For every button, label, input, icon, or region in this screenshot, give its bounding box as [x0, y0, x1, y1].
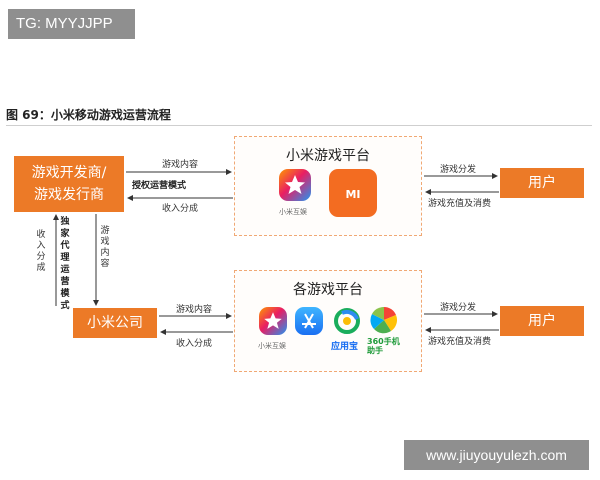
- star-app-icon: [259, 307, 287, 335]
- 360-assistant-icon: [369, 305, 399, 335]
- star-app-icon: [279, 169, 311, 201]
- xiaomi-platform-title: 小米游戏平台: [286, 148, 370, 164]
- user-node-top: 用户: [500, 168, 584, 198]
- label-dev-to-platform1: 游戏内容: [162, 160, 199, 170]
- label-platform2-to-user: 游戏分发: [440, 303, 477, 313]
- developer-line-2: 游戏发行商: [34, 187, 104, 203]
- developer-node: 游戏开发商/ 游戏发行商: [14, 156, 124, 212]
- mi-logo-text: MI: [345, 188, 361, 201]
- xiaomi-company-node: 小米公司: [73, 308, 157, 338]
- label-authorized-mode: 授权运营模式: [132, 181, 187, 191]
- figure-title: 图 69：小米移动游戏运营流程: [6, 108, 171, 122]
- user-node-bottom: 用户: [500, 306, 584, 336]
- label-platform1-to-dev: 收入分成: [162, 204, 199, 214]
- watermark-bottom: www.jiuyouyulezh.com: [404, 440, 589, 470]
- yingyongbao-label: 应用宝: [331, 342, 359, 352]
- other-game-platforms: 各游戏平台 小米互娱 应用宝 360手机助手: [234, 270, 422, 372]
- star-app-label-2: 小米互娱: [258, 342, 286, 350]
- other-platforms-title: 各游戏平台: [293, 282, 363, 298]
- label-platform1-to-user: 游戏分发: [440, 165, 477, 175]
- label-xiaomi-co-to-dev: 收入分成: [36, 230, 46, 273]
- label-platforms-to-xiaomi-co: 收入分成: [176, 339, 213, 349]
- mi-logo-icon: MI: [329, 169, 377, 217]
- app-store-icon: [295, 307, 323, 335]
- star-app-label: 小米互娱: [279, 208, 307, 216]
- xiaomi-game-platform: 小米游戏平台 小米互娱 MI: [234, 136, 422, 236]
- label-user-to-platform1: 游戏充值及消费: [428, 199, 492, 209]
- label-exclusive-mode: 独家代理运营模式: [60, 217, 70, 311]
- label-dev-to-xiaomi-co: 游戏内容: [100, 226, 110, 269]
- 360-assistant-label: 360手机助手: [367, 337, 400, 355]
- title-divider: [6, 125, 592, 126]
- developer-line-1: 游戏开发商/: [31, 165, 107, 181]
- yingyongbao-icon: [333, 307, 361, 335]
- watermark-top: TG: MYYJJPP: [8, 9, 135, 39]
- label-user-to-platform2: 游戏充值及消费: [428, 337, 492, 347]
- label-xiaomi-co-to-platforms: 游戏内容: [176, 305, 213, 315]
